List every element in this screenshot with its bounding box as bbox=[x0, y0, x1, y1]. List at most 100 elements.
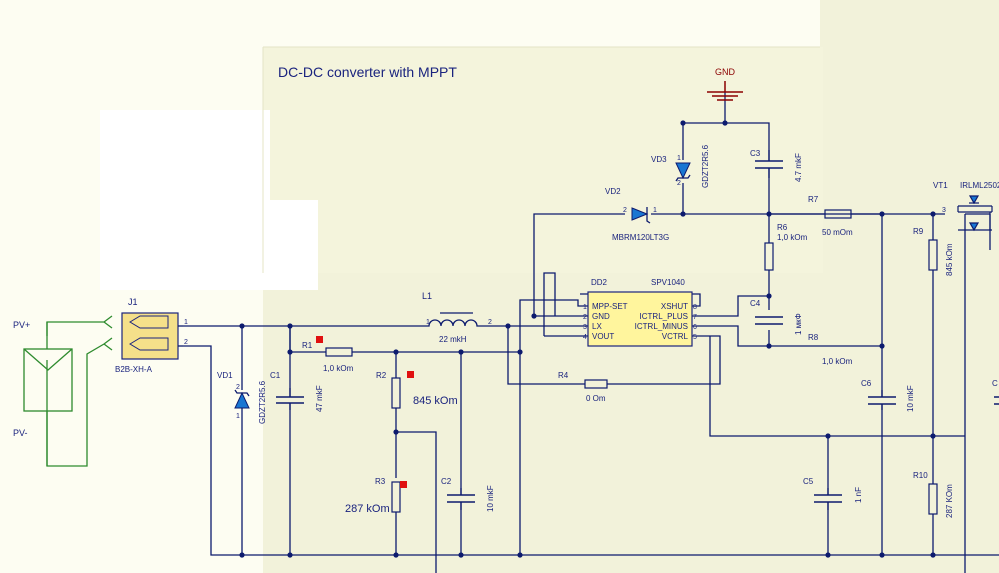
j1-pin2: 2 bbox=[184, 339, 188, 346]
l1-pin1: 1 bbox=[426, 319, 430, 326]
dd2-pin-num-5: 5 bbox=[693, 334, 697, 341]
r1-value: 1,0 kOm bbox=[323, 364, 354, 373]
c1-capacitor[interactable] bbox=[276, 388, 304, 410]
c6-ref: C6 bbox=[861, 379, 872, 388]
r2-ref: R2 bbox=[376, 371, 387, 380]
wires bbox=[183, 92, 999, 573]
pv-plus-label: PV+ bbox=[13, 320, 30, 330]
r3-marker bbox=[400, 481, 407, 488]
dd2-pin-num-3: 3 bbox=[583, 324, 587, 331]
vd1-value: GDZT2R5.6 bbox=[258, 380, 267, 424]
c6-value: 10 mkF bbox=[906, 385, 915, 412]
dd2-pin-left-1: MPP-SET bbox=[592, 302, 628, 311]
r7-ref: R7 bbox=[808, 195, 819, 204]
dd2-pin-left-4: VOUT bbox=[592, 332, 614, 341]
dd2-pin-num-4: 4 bbox=[583, 334, 587, 341]
c1-ref: C1 bbox=[270, 371, 281, 380]
c3-capacitor[interactable] bbox=[755, 150, 783, 178]
r1-resistor[interactable] bbox=[325, 347, 353, 357]
j1-ref: J1 bbox=[128, 297, 138, 307]
vd1-pin2: 2 bbox=[236, 384, 240, 391]
dd2-pin-num-2: 2 bbox=[583, 314, 587, 321]
dd2-pin-labels-left: MPP-SET GND LX VOUT 1 2 3 4 bbox=[583, 302, 628, 341]
c4-capacitor[interactable] bbox=[755, 316, 783, 325]
vd2-value: MBRM120LT3G bbox=[612, 233, 669, 242]
dd2-pin-right-6: ICTRL_MINUS bbox=[635, 322, 688, 331]
vd2-pin1: 1 bbox=[653, 207, 657, 214]
r6-resistor[interactable] bbox=[764, 242, 774, 271]
r1-marker bbox=[316, 336, 323, 343]
vt1-mosfet[interactable] bbox=[957, 195, 993, 232]
r10-ref: R10 bbox=[913, 471, 928, 480]
dd2-pin-right-8: XSHUT bbox=[661, 302, 688, 311]
r10-resistor[interactable] bbox=[928, 483, 938, 515]
dd2-pin-num-1: 1 bbox=[583, 304, 587, 311]
dd2-pin-num-8: 8 bbox=[693, 304, 697, 311]
r6-value: 1,0 kOm bbox=[777, 233, 808, 242]
dd2-pin-left-2: GND bbox=[592, 312, 610, 321]
c5-ref: C5 bbox=[803, 477, 814, 486]
dd2-pin-right-7: ICTRL_PLUS bbox=[640, 312, 688, 321]
r9-resistor[interactable] bbox=[928, 239, 938, 271]
diagram-title: DC-DC converter with MPPT bbox=[278, 64, 457, 80]
r9-ref: R9 bbox=[913, 227, 924, 236]
gnd-label: GND bbox=[715, 67, 736, 77]
j1-connector[interactable] bbox=[121, 312, 183, 360]
l1-inductor[interactable] bbox=[421, 312, 479, 327]
gnd-symbol bbox=[707, 81, 743, 101]
r7-resistor[interactable] bbox=[824, 209, 852, 219]
pv-minus-label: PV- bbox=[13, 428, 28, 438]
j1-pin1: 1 bbox=[184, 319, 188, 326]
r8-ref: R8 bbox=[808, 333, 819, 342]
vd1-zener-diode[interactable] bbox=[234, 389, 250, 418]
c2-value: 10 mkF bbox=[486, 485, 495, 512]
c4-value: 1 мкФ bbox=[794, 313, 803, 335]
l1-ref: L1 bbox=[422, 291, 432, 301]
r2-marker bbox=[407, 371, 414, 378]
r3-ref: R3 bbox=[375, 477, 386, 486]
vd2-pin2: 2 bbox=[623, 207, 627, 214]
c1-value: 47 mkF bbox=[315, 385, 324, 412]
vd3-pin2: 2 bbox=[677, 180, 681, 187]
vd2-ref: VD2 bbox=[605, 187, 621, 196]
vd2-diode[interactable] bbox=[631, 207, 651, 224]
c4-ref: C4 bbox=[750, 299, 761, 308]
dd2-pin-num-7: 7 bbox=[693, 314, 697, 321]
r9-value: 845 kOm bbox=[945, 243, 954, 276]
r4-value: 0 Om bbox=[586, 394, 606, 403]
r4-resistor[interactable] bbox=[584, 379, 608, 389]
dd2-value: SPV1040 bbox=[651, 278, 685, 287]
c2-capacitor[interactable] bbox=[447, 488, 475, 510]
l1-value: 22 mkH bbox=[439, 335, 467, 344]
c3-value: 4.7 mkF bbox=[794, 153, 803, 182]
dd2-pin-right-5: VCTRL bbox=[662, 332, 689, 341]
r2-value: 845 kOm bbox=[413, 395, 458, 407]
r8-value: 1,0 kOm bbox=[822, 357, 853, 366]
r10-value: 287 KOm bbox=[945, 484, 954, 518]
vd1-pin1: 1 bbox=[236, 413, 240, 420]
vt1-pin3: 3 bbox=[942, 207, 946, 214]
vd3-ref: VD3 bbox=[651, 155, 667, 164]
r3-value: 287 kOm bbox=[345, 503, 390, 515]
vt1-value: IRLML2502 bbox=[960, 181, 999, 190]
c6-capacitor[interactable] bbox=[868, 390, 896, 410]
c7-capacitor-partial bbox=[994, 396, 999, 405]
c7-ref-partial: C bbox=[992, 379, 998, 388]
dd2-pin-num-6: 6 bbox=[693, 324, 697, 331]
r6-ref: R6 bbox=[777, 223, 788, 232]
junctions bbox=[239, 120, 936, 558]
c5-value: 1 nF bbox=[854, 487, 863, 503]
r4-ref: R4 bbox=[558, 371, 569, 380]
r7-value: 50 mOm bbox=[822, 228, 853, 237]
r2-resistor[interactable] bbox=[391, 377, 401, 409]
vd3-zener-diode[interactable] bbox=[675, 162, 691, 182]
c2-ref: C2 bbox=[441, 477, 452, 486]
r3-resistor[interactable] bbox=[391, 481, 401, 513]
dd2-chip[interactable] bbox=[587, 291, 693, 347]
c5-capacitor[interactable] bbox=[814, 488, 842, 510]
vd3-value: GDZT2R5.6 bbox=[701, 144, 710, 188]
solar-panel-symbol bbox=[23, 315, 113, 467]
